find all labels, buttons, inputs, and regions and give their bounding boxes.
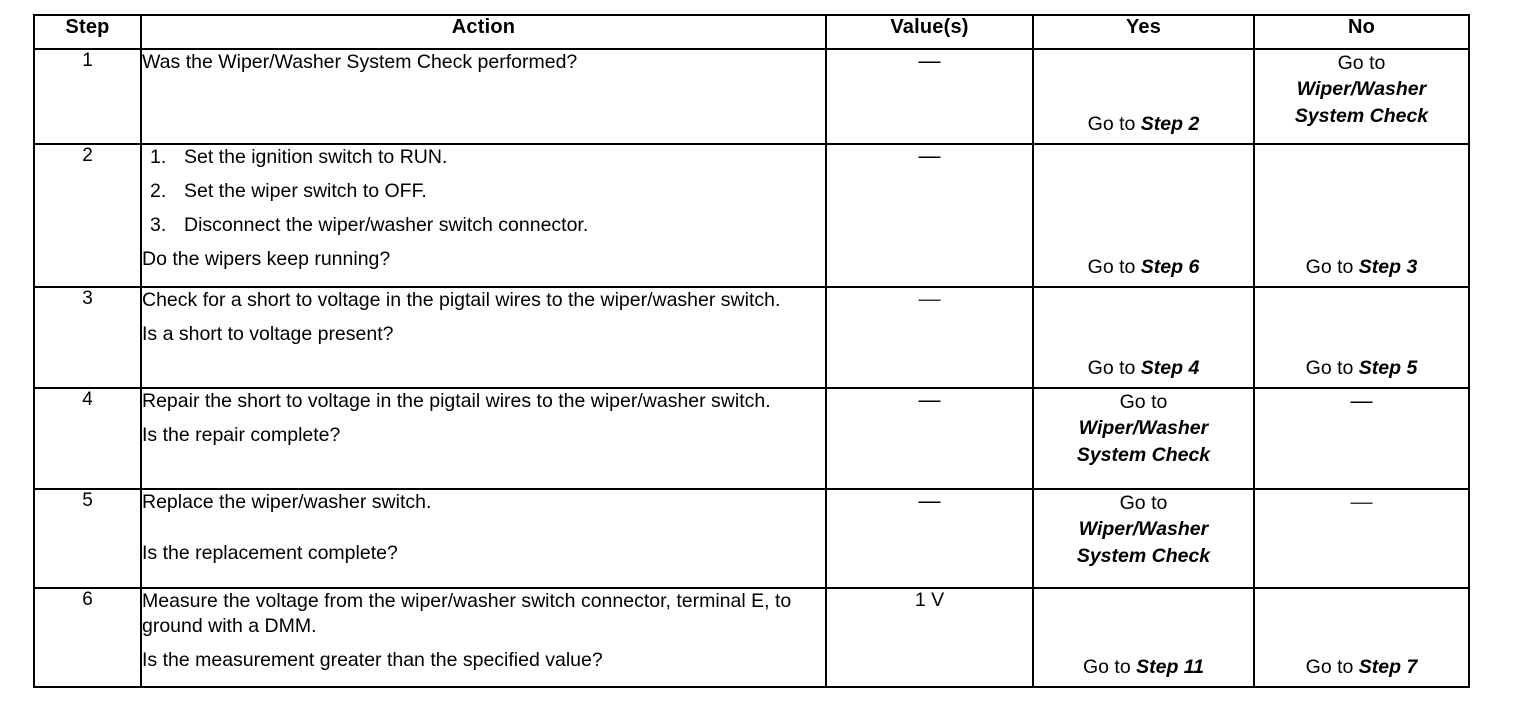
action-cell: Was the Wiper/Washer System Check perfor…: [140, 48, 827, 145]
yes-goto-target-line1: Wiper/Washer: [1078, 417, 1209, 440]
no-goto-target: Step 5: [1358, 356, 1418, 379]
value-text: —: [918, 48, 941, 73]
action-text: Repair the short to voltage in the pigta…: [142, 390, 771, 412]
no-goto-label: Go to: [1305, 356, 1359, 379]
yes-goto-target-line1: Wiper/Washer: [1078, 518, 1209, 541]
list-item-text: Set the ignition switch to RUN.: [184, 146, 448, 168]
value-text: —: [918, 488, 941, 513]
yes-goto-label: Go to: [1087, 356, 1141, 379]
list-item: 3. Disconnect the wiper/washer switch co…: [142, 213, 825, 238]
no-cell: —: [1253, 488, 1470, 589]
yes-goto-label: Go to: [1087, 112, 1141, 135]
column-header-action: Action: [140, 14, 827, 50]
yes-cell: Go to Step 6: [1032, 143, 1255, 288]
list-item-number: 3.: [150, 213, 167, 236]
yes-cell: Go to Wiper/Washer System Check: [1032, 387, 1255, 490]
action-cell: Check for a short to voltage in the pigt…: [140, 286, 827, 389]
action-question: Is the measurement greater than the spec…: [142, 648, 603, 671]
list-item-text: Set the wiper switch to OFF.: [184, 179, 427, 202]
yes-cell: Go to Wiper/Washer System Check: [1032, 488, 1255, 589]
table-row: 5 Replace the wiper/washer switch. Is th…: [33, 488, 1470, 589]
yes-goto-target: Step 11: [1136, 655, 1205, 678]
step-number: 6: [33, 587, 142, 688]
value-text: —: [918, 286, 941, 311]
no-cell: Go to Step 7: [1253, 587, 1470, 688]
value-text: 1 V: [914, 589, 945, 611]
table-row: 6 Measure the voltage from the wiper/was…: [33, 587, 1470, 688]
table-row: 4 Repair the short to voltage in the pig…: [33, 387, 1470, 490]
list-item-text: Disconnect the wiper/washer switch conne…: [184, 213, 589, 236]
no-goto-label: Go to: [1337, 52, 1386, 74]
list-item-number: 1.: [150, 146, 167, 168]
action-cell: Replace the wiper/washer switch. Is the …: [140, 488, 827, 589]
table-header-row: Step Action Value(s) Yes No: [33, 14, 1470, 50]
table-row: 1 Was the Wiper/Washer System Check perf…: [33, 48, 1470, 145]
no-goto-target: Step 7: [1358, 655, 1418, 678]
value-cell: —: [825, 488, 1034, 589]
action-question: Is a short to voltage present?: [142, 322, 394, 345]
table-header: Step Action Value(s) Yes No: [33, 14, 1470, 50]
step-number: 5: [33, 488, 142, 589]
no-dash: —: [1350, 489, 1373, 514]
value-text: —: [918, 143, 941, 168]
value-cell: —: [825, 48, 1034, 145]
yes-cell: Go to Step 4: [1032, 286, 1255, 389]
no-goto-label: Go to: [1305, 255, 1359, 278]
action-cell: 1. Set the ignition switch to RUN. 2. Se…: [140, 143, 827, 288]
yes-goto-target-line2: System Check: [1076, 544, 1211, 567]
list-item: 1. Set the ignition switch to RUN.: [142, 145, 825, 170]
action-text: Measure the voltage from the wiper/washe…: [142, 590, 792, 637]
value-text: —: [918, 387, 941, 412]
value-cell: —: [825, 286, 1034, 389]
action-text: Was the Wiper/Washer System Check perfor…: [142, 51, 578, 73]
yes-cell: Go to Step 11: [1032, 587, 1255, 688]
value-cell: —: [825, 387, 1034, 490]
value-cell: 1 V: [825, 587, 1034, 688]
no-cell: Go to Wiper/Washer System Check: [1253, 48, 1470, 145]
action-text: Replace the wiper/washer switch.: [142, 491, 432, 513]
action-text: Check for a short to voltage in the pigt…: [142, 289, 781, 311]
table-row: 3 Check for a short to voltage in the pi…: [33, 286, 1470, 389]
no-goto-label: Go to: [1305, 655, 1359, 678]
no-cell: —: [1253, 387, 1470, 490]
yes-goto-target: Step 2: [1140, 112, 1200, 135]
list-item-number: 2.: [150, 179, 167, 202]
yes-goto-label: Go to: [1119, 492, 1168, 514]
action-step-list: 1. Set the ignition switch to RUN. 2. Se…: [142, 145, 825, 238]
action-cell: Repair the short to voltage in the pigta…: [140, 387, 827, 490]
column-header-step: Step: [33, 14, 142, 50]
table-row: 2 1. Set the ignition switch to RUN. 2. …: [33, 143, 1470, 288]
yes-goto-label: Go to: [1087, 255, 1141, 278]
step-number: 1: [33, 48, 142, 145]
value-cell: —: [825, 143, 1034, 288]
table-body: 1 Was the Wiper/Washer System Check perf…: [33, 48, 1470, 688]
spacer: [142, 515, 825, 537]
action-question: Is the replacement complete?: [142, 541, 398, 564]
column-header-no: No: [1253, 14, 1470, 50]
yes-cell: Go to Step 2: [1032, 48, 1255, 145]
column-header-yes: Yes: [1032, 14, 1255, 50]
no-cell: Go to Step 3: [1253, 143, 1470, 288]
no-goto-target: Step 3: [1358, 255, 1418, 278]
yes-goto-label: Go to: [1119, 391, 1168, 413]
column-header-values: Value(s): [825, 14, 1034, 50]
yes-goto-target-line2: System Check: [1076, 443, 1211, 466]
no-goto-target-line1: Wiper/Washer: [1296, 78, 1427, 101]
list-item: 2. Set the wiper switch to OFF.: [142, 179, 825, 204]
action-question: Is the repair complete?: [142, 423, 341, 446]
step-number: 2: [33, 143, 142, 288]
yes-goto-target: Step 4: [1140, 356, 1200, 379]
diagnostic-procedure-table: Step Action Value(s) Yes No 1 Was the Wi…: [33, 14, 1470, 688]
step-number: 4: [33, 387, 142, 490]
no-goto-target-line2: System Check: [1294, 104, 1429, 127]
yes-goto-target: Step 6: [1140, 255, 1200, 278]
no-dash: —: [1350, 388, 1373, 413]
yes-goto-label: Go to: [1082, 655, 1137, 678]
action-cell: Measure the voltage from the wiper/washe…: [140, 587, 827, 688]
action-question: Do the wipers keep running?: [142, 247, 391, 270]
no-cell: Go to Step 5: [1253, 286, 1470, 389]
step-number: 3: [33, 286, 142, 389]
